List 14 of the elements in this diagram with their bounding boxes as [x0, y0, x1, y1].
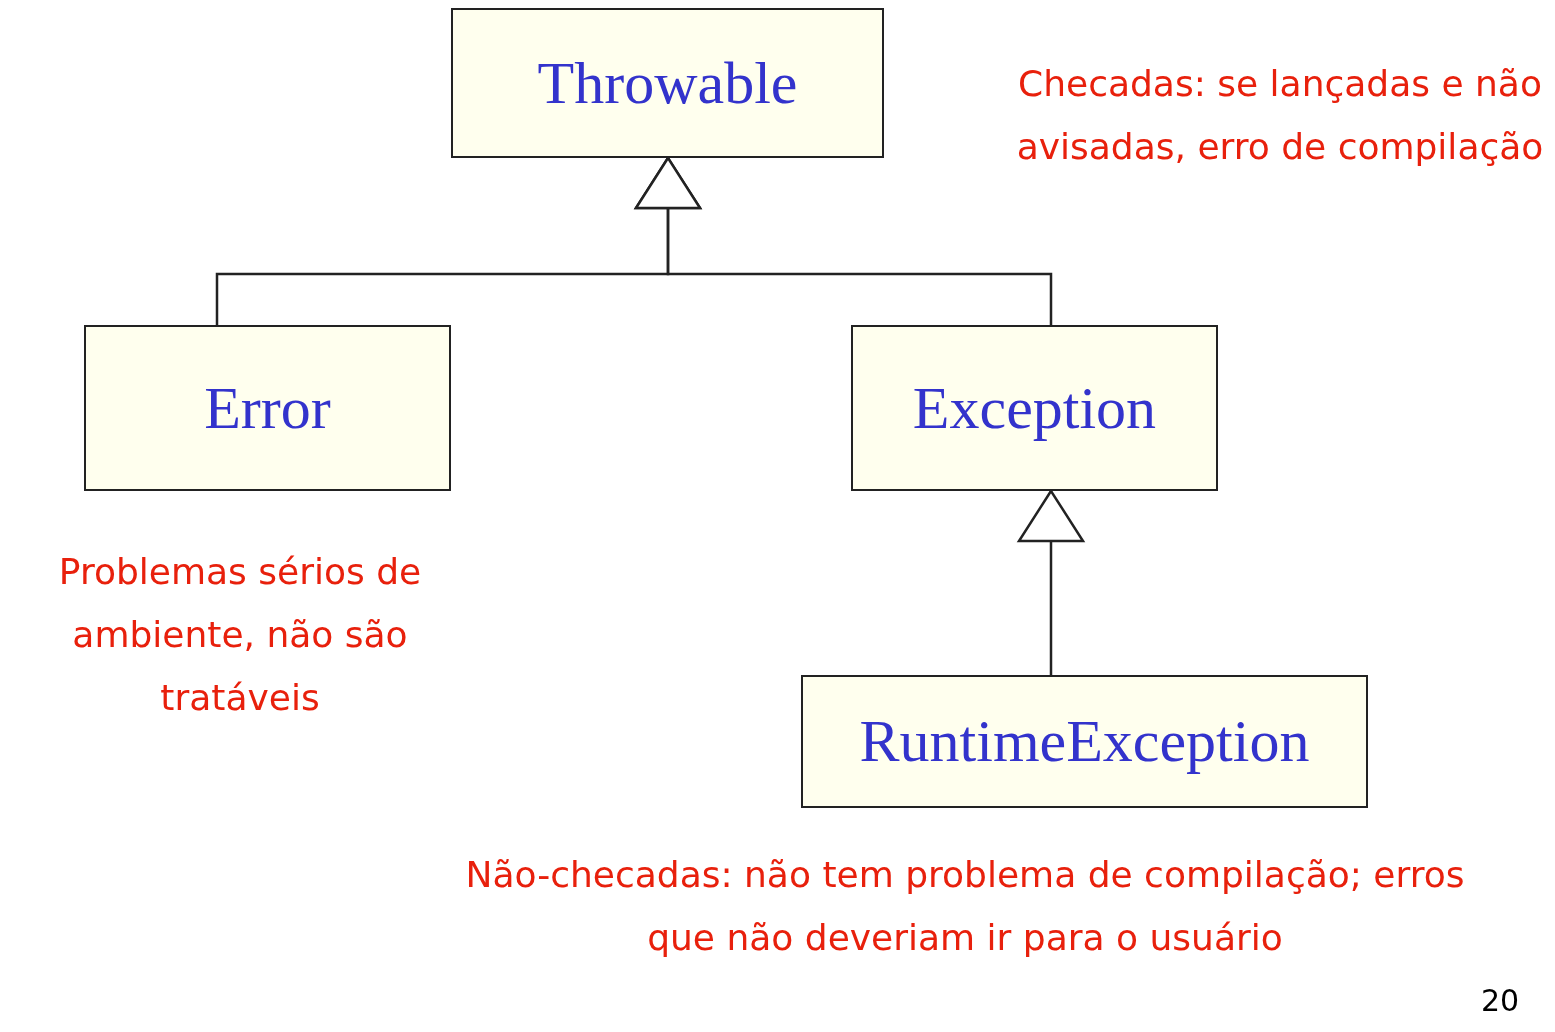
- class-name: Throwable: [537, 48, 798, 118]
- class-box: [451, 8, 884, 158]
- class-box: [801, 675, 1368, 808]
- inheritance-arrow: [1017, 489, 1085, 675]
- class-name: Exception: [912, 373, 1157, 443]
- class-name: Error: [204, 373, 331, 443]
- class-box: [851, 325, 1218, 491]
- note-text: Problemas sérios de ambiente, não são tratáveis: [57, 550, 423, 720]
- inheritance-arrow: [634, 156, 1053, 325]
- note-text: Não-checadas: não tem problema de compilação; erros que não deveriam ir para o usuário: [464, 853, 1466, 960]
- class-box: [84, 325, 451, 491]
- page-number: 20: [1479, 982, 1521, 1020]
- note-text: Checadas: se lançadas e não avisadas, erro de compilação: [1015, 62, 1545, 169]
- class-name: RuntimeException: [859, 707, 1310, 776]
